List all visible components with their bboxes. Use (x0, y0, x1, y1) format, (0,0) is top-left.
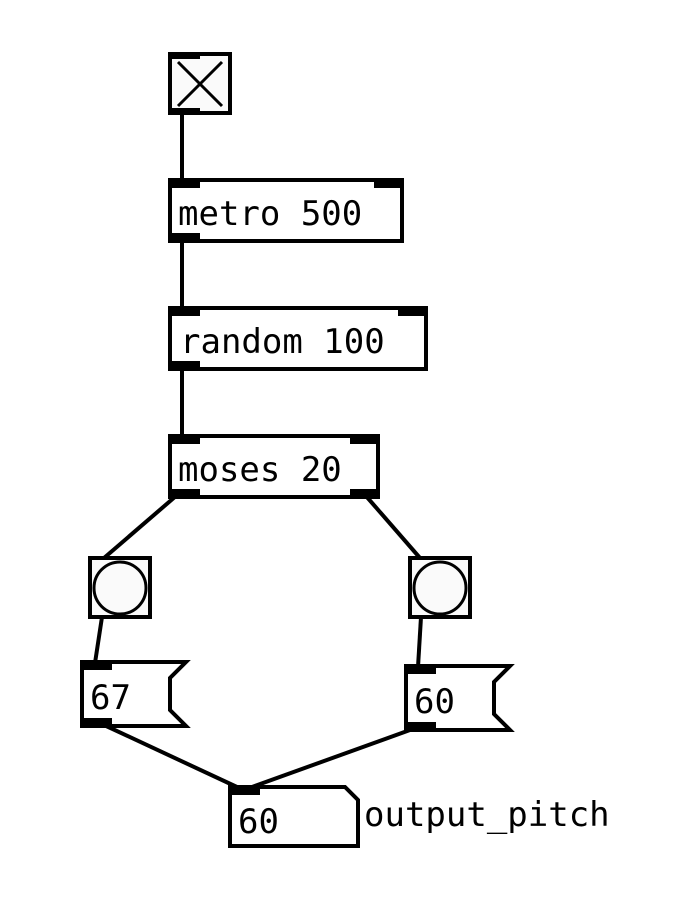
cord-msg67-to-number (103, 723, 238, 789)
inlet-right (374, 180, 402, 188)
inlet-left (170, 180, 200, 188)
inlet-left (170, 308, 200, 316)
outlet (406, 722, 436, 730)
outlet (170, 361, 200, 369)
object-metro-label: metro 500 (178, 194, 362, 234)
message-67[interactable]: 67 (80, 660, 191, 728)
number-box[interactable]: 60 (228, 785, 360, 848)
outlet (82, 718, 112, 726)
object-moses[interactable]: moses 20 (168, 434, 380, 499)
inlet (230, 787, 260, 795)
outlet (170, 233, 200, 241)
object-random[interactable]: random 100 (168, 306, 428, 371)
comment-output-pitch: output_pitch (364, 795, 610, 835)
number-box-value: 60 (238, 802, 279, 842)
message-60[interactable]: 60 (404, 664, 515, 732)
object-random-label: random 100 (180, 322, 385, 362)
cord-msg60-to-number (251, 728, 411, 789)
message-67-label: 67 (90, 678, 131, 718)
patch-cords (93, 113, 423, 789)
bang-right[interactable] (408, 556, 472, 619)
x-mark-icon (176, 60, 224, 108)
cord-moses-right-to-bang (364, 494, 422, 560)
bang-circle-icon (412, 560, 468, 616)
toggle[interactable] (168, 52, 232, 115)
inlet (406, 666, 436, 674)
bang-circle-icon (92, 560, 148, 616)
message-60-label: 60 (414, 682, 455, 722)
bang-left[interactable] (88, 556, 152, 619)
outlet-right (350, 489, 378, 497)
outlet-left (170, 489, 200, 497)
inlet-right (350, 436, 378, 444)
cord-bang-right-to-msg (416, 616, 423, 668)
inlet-left (170, 436, 200, 444)
cord-bang-left-to-msg (93, 616, 104, 664)
cord-moses-left-to-bang (102, 494, 178, 560)
object-metro[interactable]: metro 500 (168, 178, 404, 243)
object-moses-label: moses 20 (178, 450, 342, 490)
inlet-right (398, 308, 426, 316)
inlet (82, 662, 112, 670)
